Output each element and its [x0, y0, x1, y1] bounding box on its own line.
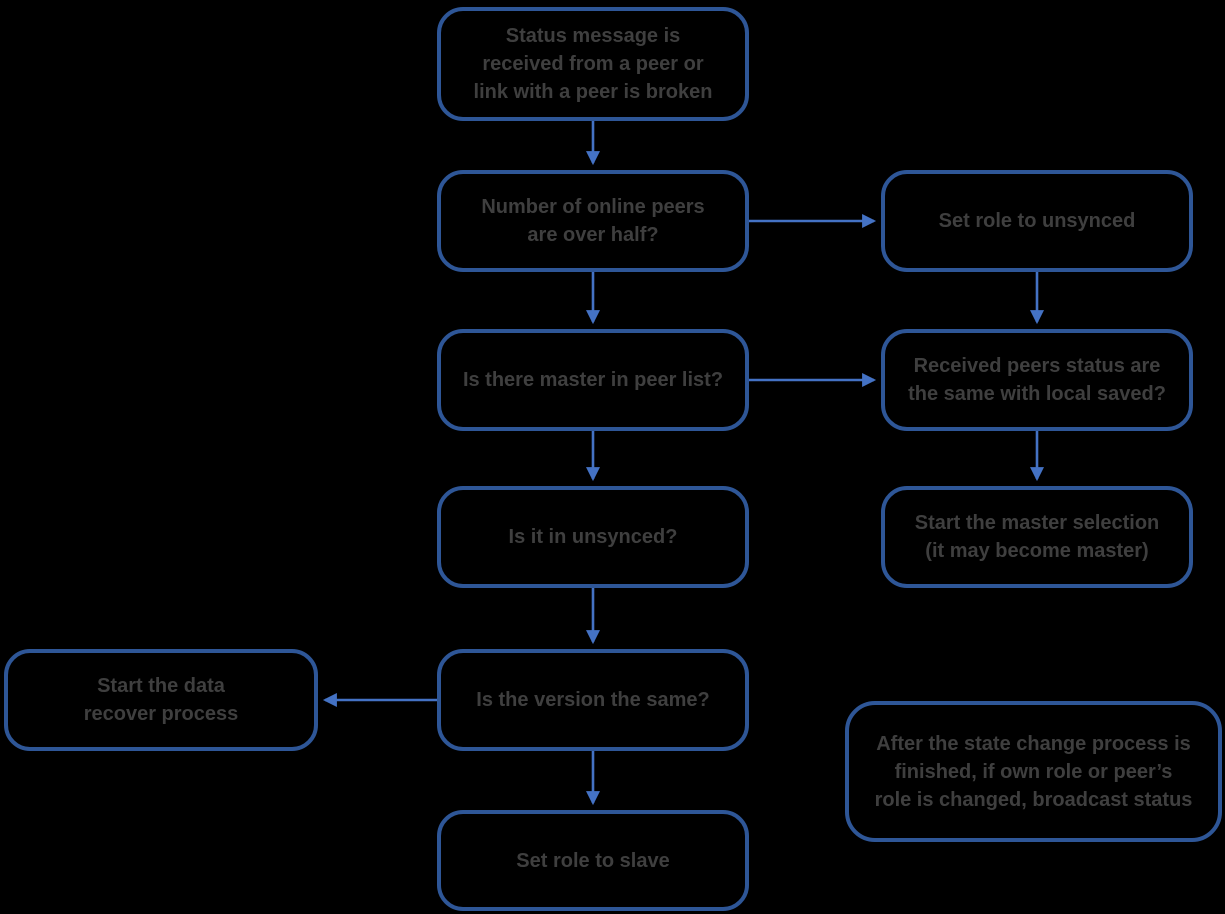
node-broadcast-status-note: After the state change process is finish… [845, 701, 1222, 842]
node-label: Set role to unsynced [938, 210, 1136, 232]
node-set-role-slave: Set role to slave [437, 810, 749, 911]
node-label: Start the master selection (it may becom… [914, 512, 1160, 562]
node-label: Number of online peers are over half? [481, 196, 705, 246]
node-label: Start the data recover process [83, 675, 239, 725]
node-peers-status-same: Received peers status are the same with … [881, 329, 1193, 431]
node-start-data-recover: Start the data recover process [4, 649, 318, 751]
node-label: Is the version the same? [476, 689, 710, 711]
node-online-peers-over-half: Number of online peers are over half? [437, 170, 749, 272]
node-master-in-peer-list: Is there master in peer list? [437, 329, 749, 431]
node-label: Status message is received from a peer o… [473, 25, 713, 103]
node-set-role-unsynced: Set role to unsynced [881, 170, 1193, 272]
node-status-message-received: Status message is received from a peer o… [437, 7, 749, 121]
node-label: Received peers status are the same with … [908, 355, 1166, 405]
node-is-version-same: Is the version the same? [437, 649, 749, 751]
node-is-in-unsynced: Is it in unsynced? [437, 486, 749, 588]
node-label: Is it in unsynced? [508, 526, 678, 548]
node-start-master-selection: Start the master selection (it may becom… [881, 486, 1193, 588]
node-label: Set role to slave [516, 849, 670, 872]
node-label: After the state change process is finish… [874, 732, 1193, 811]
node-label: Is there master in peer list? [462, 369, 724, 391]
